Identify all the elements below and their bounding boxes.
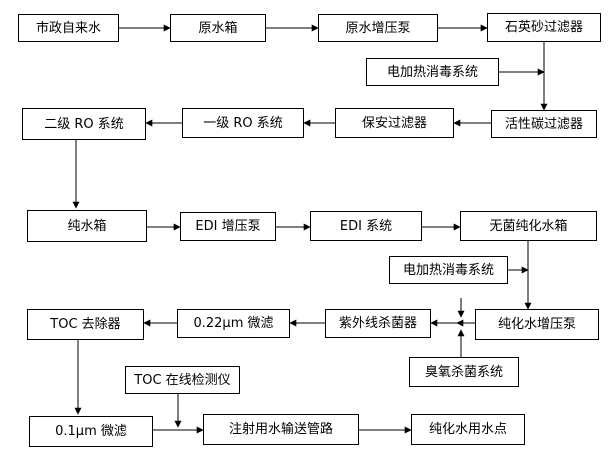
electric-heating-disinfection-label-2: 电加热消毒系统 <box>402 262 494 278</box>
uv-sterilizer-box: 紫外线杀菌器 <box>325 309 431 338</box>
microfilter-01-box: 0.1μm 微滤 <box>29 416 153 447</box>
microfilter-022-box: 0.22μm 微滤 <box>177 309 290 338</box>
electric-heating-disinfection-label-1: 电加热消毒系统 <box>386 64 478 80</box>
municipal-water-box: 市政自来水 <box>18 14 119 42</box>
electric-heating-disinfection-box-1: 电加热消毒系统 <box>366 58 499 86</box>
pure-water-tank-label: 纯水箱 <box>67 218 107 234</box>
raw-water-booster-pump-box: 原水增压泵 <box>318 14 438 42</box>
secondary-ro-box: 二级 RO 系统 <box>22 108 146 140</box>
raw-water-booster-pump-label: 原水增压泵 <box>345 20 411 36</box>
raw-water-tank-box: 原水箱 <box>170 14 266 42</box>
sterile-purified-water-tank-box: 无菌纯化水箱 <box>460 211 597 241</box>
activated-carbon-filter-box: 活性碳过滤器 <box>491 110 597 138</box>
toc-remover-box: TOC 去除器 <box>27 309 144 340</box>
municipal-water-label: 市政自来水 <box>35 20 101 36</box>
injection-water-pipeline-box: 注射用水输送管路 <box>203 414 359 445</box>
purified-water-use-point-box: 纯化水用水点 <box>411 414 525 445</box>
secondary-ro-label: 二级 RO 系统 <box>44 116 124 132</box>
edi-system-box: EDI 系统 <box>310 211 422 241</box>
security-filter-label: 保安过滤器 <box>361 115 427 131</box>
primary-ro-label: 一级 RO 系统 <box>203 115 283 131</box>
uv-sterilizer-label: 紫外线杀菌器 <box>338 316 417 331</box>
purified-water-booster-pump-box: 纯化水增压泵 <box>475 309 599 340</box>
sterile-purified-water-tank-label: 无菌纯化水箱 <box>489 218 568 234</box>
purified-water-use-point-label: 纯化水用水点 <box>428 422 507 437</box>
microfilter-01-label: 0.1μm 微滤 <box>55 424 127 439</box>
primary-ro-box: 一级 RO 系统 <box>182 108 304 138</box>
toc-online-detector-label: TOC 在线检测仪 <box>134 372 231 388</box>
ozone-sterilization-label: 臭氧杀菌系统 <box>424 364 503 380</box>
toc-online-detector-box: TOC 在线检测仪 <box>125 366 240 394</box>
activated-carbon-filter-label: 活性碳过滤器 <box>504 116 583 132</box>
security-filter-box: 保安过滤器 <box>335 108 454 138</box>
edi-booster-pump-label: EDI 增压泵 <box>195 219 261 234</box>
quartz-sand-filter-label: 石英砂过滤器 <box>504 20 583 35</box>
raw-water-tank-label: 原水箱 <box>198 20 238 36</box>
edi-system-label: EDI 系统 <box>339 218 393 234</box>
injection-water-pipeline-label: 注射用水输送管路 <box>228 422 333 437</box>
ozone-sterilization-box: 臭氧杀菌系统 <box>409 357 519 387</box>
toc-remover-label: TOC 去除器 <box>50 317 121 332</box>
quartz-sand-filter-box: 石英砂过滤器 <box>487 13 601 42</box>
edi-booster-pump-box: EDI 增压泵 <box>180 212 276 241</box>
pure-water-tank-box: 纯水箱 <box>27 210 147 242</box>
purified-water-booster-pump-label: 纯化水增压泵 <box>497 317 576 332</box>
microfilter-022-label: 0.22μm 微滤 <box>193 316 274 331</box>
electric-heating-disinfection-box-2: 电加热消毒系统 <box>389 256 508 284</box>
